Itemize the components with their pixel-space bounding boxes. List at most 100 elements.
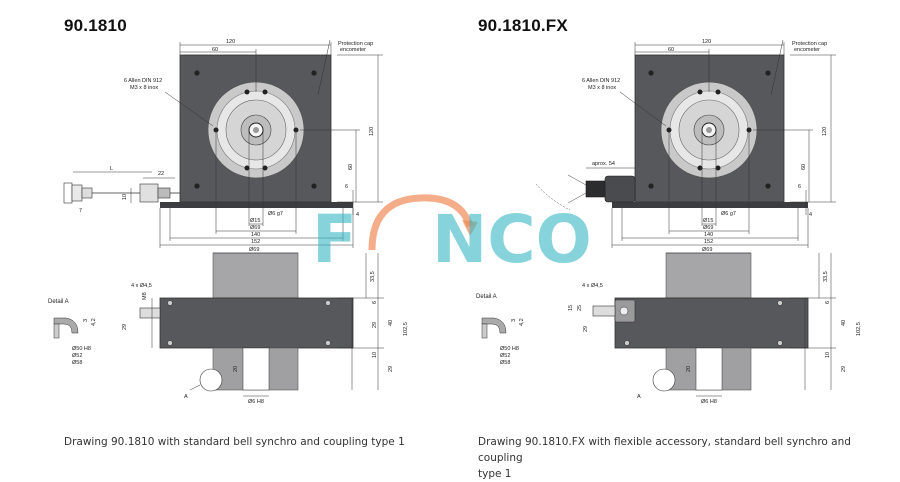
cable-gland	[139, 307, 161, 319]
dim-label: Ø58	[72, 360, 82, 366]
dim-label: 152	[251, 239, 260, 245]
dim-label: 10	[122, 194, 128, 200]
dim-label: Ø52	[72, 353, 82, 359]
dim-label: 25	[577, 305, 583, 311]
caption-line-2: type 1	[478, 468, 512, 480]
dim-label: 60	[668, 47, 674, 53]
callout-allen-2: M3 x 8 inox	[130, 85, 158, 91]
dim-label: Ø69	[702, 247, 712, 253]
dim-label: Ø6 g7	[268, 211, 283, 217]
dim-label: 10	[372, 352, 378, 358]
dim-label: 29	[583, 326, 589, 332]
model-title: 90.1810	[64, 16, 127, 35]
dim-label: 22	[158, 171, 164, 177]
dim-label: 120	[226, 39, 235, 45]
dim-label: A	[637, 394, 641, 400]
callout-protection-cap: Protection cap	[792, 41, 827, 47]
dim-label: Ø50 H8	[500, 346, 519, 352]
callout-allen: 6 Allen DIN 912	[582, 78, 620, 84]
dim-label: 4 x Ø4,5	[582, 283, 603, 289]
dim-label: 4 x Ø4,5	[131, 283, 152, 289]
dim-label: 40	[388, 320, 394, 326]
technical-drawing-right: 120 60 Protection cap encometer 6 Allen …	[476, 39, 862, 405]
dim-label: Ø6 H8	[248, 399, 264, 405]
dim-label: 140	[704, 232, 713, 238]
dim-label: 60	[801, 164, 807, 170]
figure-caption: Drawing 90.1810 with standard bell synch…	[64, 436, 405, 448]
dim-label: 4	[356, 212, 359, 218]
drawing-panel-left: 90.1810	[0, 0, 450, 470]
dim-label: 140	[251, 232, 260, 238]
callout-protection-cap-2: encometer	[794, 47, 820, 53]
detail-a-circle	[652, 368, 676, 392]
dim-label: Ø15	[250, 218, 260, 224]
drawing-panel-right: 90.1810.FX	[450, 0, 900, 480]
caption-line-1: Drawing 90.1810.FX with flexible accesso…	[478, 436, 851, 464]
dim-label: 29	[372, 322, 378, 328]
dim-label: Ø6 H8	[701, 399, 717, 405]
dim-label: 4	[809, 212, 812, 218]
callout-protection-cap-2: encometer	[340, 47, 366, 53]
dim-label: 33,5	[370, 271, 376, 282]
dim-label: 20	[233, 366, 239, 372]
callout-protection-cap: Protection cap	[338, 41, 373, 47]
cable-connector-left	[63, 182, 180, 204]
figure-caption: Drawing 90.1810.FX with flexible accesso…	[478, 434, 888, 482]
dim-label: 6	[372, 301, 378, 304]
dim-label: 10	[825, 352, 831, 358]
dim-label: Ø6 g7	[721, 211, 736, 217]
dim-label: 29	[841, 366, 847, 372]
base-plate	[160, 202, 353, 208]
base-plate	[612, 202, 808, 208]
corner-screw	[311, 70, 317, 76]
encoder-body	[212, 252, 299, 299]
callout-allen-2: M3 x 8 inox	[588, 85, 616, 91]
dim-label: 60	[212, 47, 218, 53]
dim-label: Ø69	[703, 225, 713, 231]
dim-label: Ø69	[249, 247, 259, 253]
dim-label: 120	[702, 39, 711, 45]
dim-label: 120	[369, 127, 375, 136]
housing-side-view	[614, 297, 809, 349]
detail-a-circle	[199, 368, 223, 392]
dim-label: Ø50 H8	[72, 346, 91, 352]
dim-label: 15	[568, 305, 574, 311]
callout-approx: aprox. 54	[592, 161, 615, 167]
flexible-accessory	[535, 174, 636, 211]
dim-label: Ø69	[250, 225, 260, 231]
dim-label: 152	[704, 239, 713, 245]
corner-screw	[311, 183, 317, 189]
model-title: 90.1810.FX	[478, 16, 568, 35]
dim-label: 6	[825, 301, 831, 304]
dim-label: 40	[841, 320, 847, 326]
dim-label: 7	[79, 208, 82, 214]
dim-label: Ø58	[500, 360, 510, 366]
corner-screw	[194, 183, 200, 189]
dim-label: 4,2	[91, 318, 97, 326]
dim-label: Ø52	[500, 353, 510, 359]
encoder-body	[665, 252, 752, 299]
dim-label: 6	[345, 184, 348, 190]
dim-label: 60	[348, 164, 354, 170]
technical-drawing-left: 120 60 Protection cap encometer 6 Allen …	[48, 39, 409, 405]
dim-label: 29	[122, 324, 128, 330]
dim-label: 20	[686, 366, 692, 372]
dim-label: 3	[83, 319, 89, 322]
detail-a-title: Detail A	[476, 294, 497, 300]
callout-allen: 6 Allen DIN 912	[124, 78, 162, 84]
dim-label: 102,5	[403, 322, 409, 336]
housing-side-view	[159, 297, 354, 349]
detail-a-drawing	[481, 317, 507, 339]
dim-label: 33,5	[823, 271, 829, 282]
dim-label: 3	[511, 319, 517, 322]
dim-label: 29	[388, 366, 394, 372]
dim-label: A	[184, 394, 188, 400]
dim-label: 102,5	[856, 322, 862, 336]
dim-label: Ø15	[703, 218, 713, 224]
dim-label: 4,2	[519, 318, 525, 326]
detail-a-title: Detail A	[48, 299, 69, 305]
dim-label: L	[110, 166, 113, 172]
dim-label: 120	[822, 127, 828, 136]
detail-a-drawing	[53, 317, 79, 339]
dim-label: 6	[798, 184, 801, 190]
